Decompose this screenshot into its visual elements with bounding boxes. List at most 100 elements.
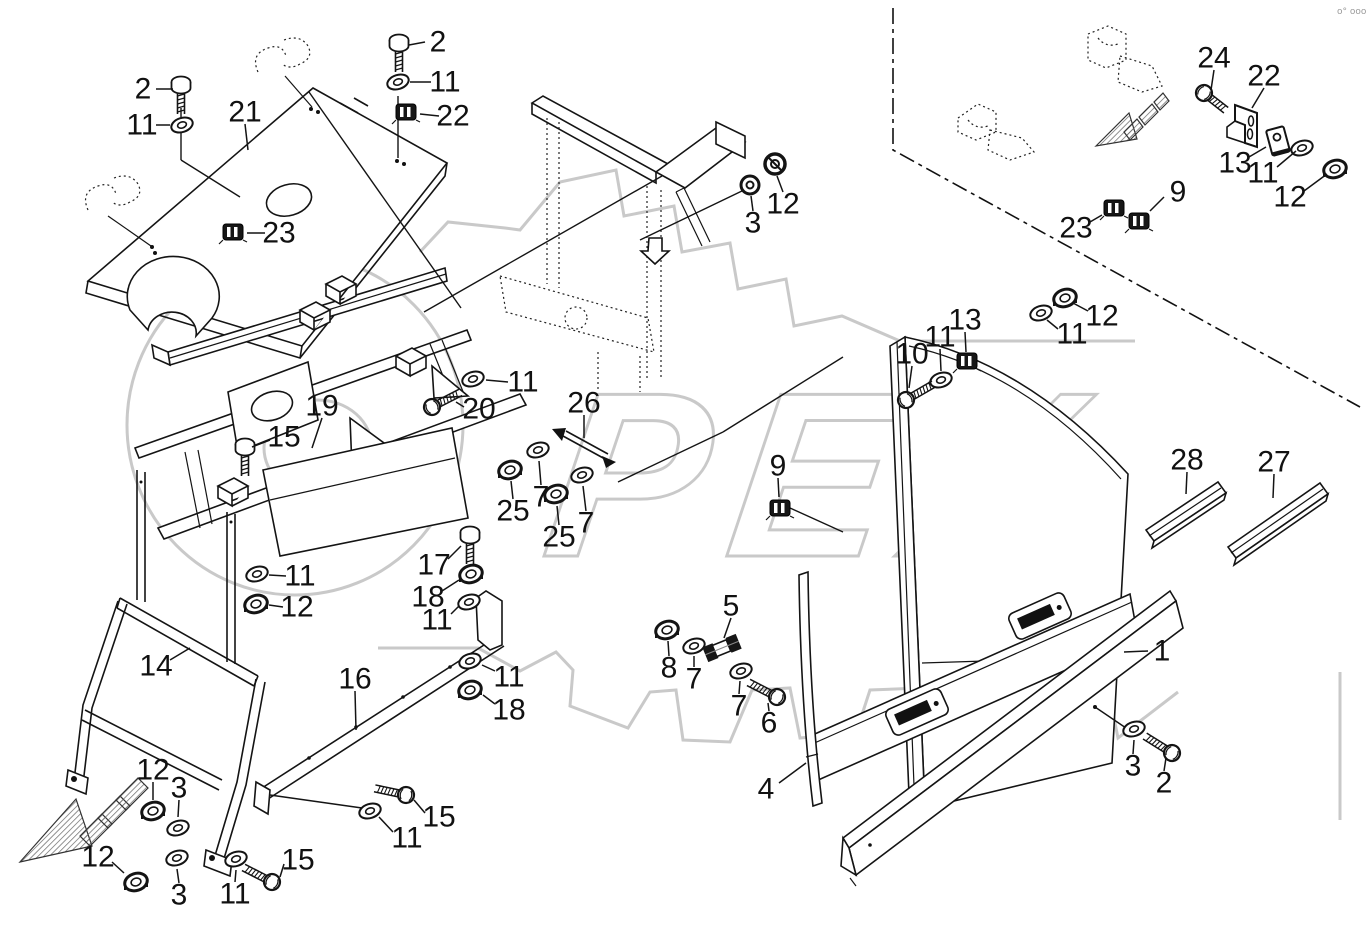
hardware-boltV bbox=[388, 33, 410, 72]
leader-line bbox=[1046, 319, 1059, 330]
hardware-boltV bbox=[170, 75, 192, 114]
hardware-washer bbox=[929, 371, 953, 389]
hardware-boltA bbox=[422, 388, 463, 417]
latch-handle bbox=[1008, 592, 1072, 640]
hardware-plate13 bbox=[1265, 125, 1291, 157]
leader-line bbox=[1132, 739, 1135, 755]
leader-line bbox=[441, 579, 460, 592]
leader-line bbox=[750, 195, 754, 212]
hardware-washer bbox=[729, 662, 753, 680]
callout-label: 25 bbox=[542, 521, 575, 554]
callout-label: 12 bbox=[766, 188, 799, 221]
leader-line bbox=[279, 863, 285, 878]
hardware-washer bbox=[224, 850, 248, 868]
leader-line bbox=[450, 605, 460, 615]
sill-strip bbox=[840, 589, 1184, 887]
callout-label: 16 bbox=[338, 663, 371, 696]
leader-line bbox=[1163, 757, 1167, 772]
callout-label: 2 bbox=[430, 26, 447, 59]
callout-label: 11 bbox=[421, 604, 452, 637]
leader-line bbox=[176, 868, 180, 884]
callout-label: 3 bbox=[171, 879, 188, 912]
callout-label: 12 bbox=[136, 754, 169, 787]
callout-label: 20 bbox=[462, 393, 495, 426]
leader-line bbox=[1123, 650, 1149, 653]
hardware-washer bbox=[457, 593, 481, 611]
callout-label: 11 bbox=[924, 321, 955, 354]
panel-hole bbox=[265, 183, 313, 217]
hardware-boltA bbox=[1194, 83, 1229, 114]
hardware-washer bbox=[682, 637, 706, 655]
leader-line bbox=[582, 485, 587, 512]
hardware-nut bbox=[458, 563, 484, 585]
callout-label: 28 bbox=[1170, 444, 1203, 477]
leader-line bbox=[510, 480, 514, 500]
assembly-line bbox=[722, 356, 844, 433]
hardware-nut bbox=[123, 871, 149, 893]
leader-line bbox=[177, 799, 180, 818]
callout-label: 13 bbox=[1218, 147, 1251, 180]
callout-label: 9 bbox=[1170, 176, 1187, 209]
callout-label: 2 bbox=[1156, 767, 1173, 800]
callout-label: 3 bbox=[171, 772, 188, 805]
callout-label: 24 bbox=[1197, 42, 1230, 75]
leader-line bbox=[244, 123, 249, 151]
hardware-washer bbox=[166, 819, 190, 837]
callout-label: 12 bbox=[1273, 181, 1306, 214]
callout-label: 7 bbox=[731, 690, 748, 723]
leader-line bbox=[767, 702, 770, 712]
hardware-clamp bbox=[391, 103, 421, 125]
hardware-nut bbox=[497, 459, 523, 481]
hardware-boltV bbox=[459, 525, 481, 564]
callout-label: 14 bbox=[139, 650, 172, 683]
hardware-nut bbox=[543, 483, 569, 505]
leader-line bbox=[169, 647, 191, 661]
hardware-washer bbox=[1029, 304, 1053, 322]
assembly-lines bbox=[180, 91, 1127, 809]
leader-line bbox=[538, 460, 542, 486]
trim-strip-28 bbox=[1144, 480, 1228, 550]
corner-mark: o° ooo bbox=[1337, 7, 1367, 17]
direction-arrow bbox=[18, 777, 149, 863]
leader-line bbox=[1072, 302, 1089, 312]
callout-label: 11 bbox=[391, 822, 422, 855]
callout-label: 1 bbox=[1154, 635, 1171, 668]
hardware-washer bbox=[245, 565, 269, 583]
hardware-layer bbox=[123, 33, 1348, 893]
hardware-washer bbox=[1290, 139, 1314, 157]
leader-line bbox=[1089, 214, 1103, 223]
callout-label: 6 bbox=[761, 707, 778, 740]
callout-label: 11 bbox=[429, 66, 460, 99]
hardware-clamp bbox=[218, 223, 248, 245]
leader-line bbox=[939, 348, 942, 372]
leader-line bbox=[1210, 69, 1215, 91]
hardware-washer bbox=[461, 370, 485, 388]
leader-line bbox=[964, 331, 967, 353]
callout-label: 2 bbox=[135, 73, 152, 106]
callout-label: 5 bbox=[723, 590, 740, 623]
hardware-nut bbox=[1052, 287, 1078, 309]
ghost-clip bbox=[255, 37, 313, 108]
assembly-line bbox=[617, 431, 724, 483]
assembly-line bbox=[423, 175, 663, 313]
hardware-boltA bbox=[373, 784, 416, 805]
callout-label: 15 bbox=[422, 801, 455, 834]
hardware-nut bbox=[243, 593, 269, 615]
callout-label: 13 bbox=[948, 304, 981, 337]
callout-label: 11 bbox=[219, 878, 250, 911]
leader-line bbox=[1248, 146, 1267, 158]
leader-line bbox=[455, 401, 465, 408]
hardware-bracketL bbox=[1226, 103, 1258, 149]
assembly-line bbox=[308, 91, 462, 309]
direction-arrow bbox=[1094, 92, 1170, 147]
leader-line bbox=[354, 690, 357, 731]
callout-label: 12 bbox=[1085, 300, 1118, 333]
leader-line bbox=[408, 41, 426, 46]
hardware-nut bbox=[1322, 158, 1348, 180]
callout-label: 17 bbox=[417, 549, 450, 582]
hardware-washerF bbox=[739, 174, 761, 196]
hardware-boltA bbox=[896, 380, 936, 410]
callout-label: 3 bbox=[1125, 750, 1142, 783]
hardware-clamp bbox=[1099, 199, 1129, 221]
callout-label: 3 bbox=[745, 207, 762, 240]
